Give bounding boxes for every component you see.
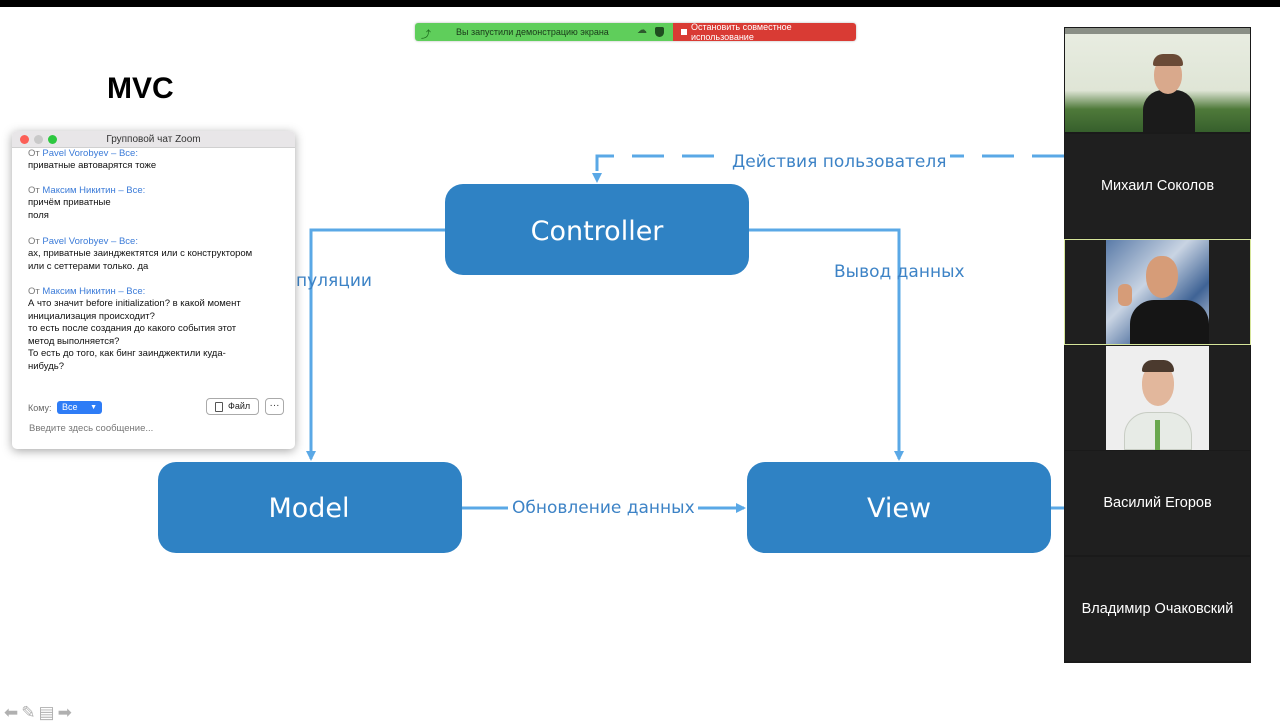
participant-tile[interactable]: Владимир Очаковский: [1065, 557, 1250, 661]
previous-slide-icon[interactable]: ⬅: [4, 703, 19, 722]
next-slide-icon[interactable]: ➡: [57, 703, 72, 722]
user-actions-label: Действия пользователя: [732, 152, 946, 172]
participant-video: [1106, 240, 1209, 344]
share-status[interactable]: ⤴ Вы запустили демонстрацию экрана ☁: [415, 23, 673, 41]
share-status-text: Вы запустили демонстрацию экрана: [456, 27, 609, 37]
chat-message: От Максим Никитин – Все: А что значит be…: [28, 286, 290, 374]
message-header: От Максим Никитин – Все:: [28, 286, 290, 298]
message-line: или с сеттерами только. да: [28, 260, 149, 272]
more-options-button[interactable]: ···: [265, 398, 284, 415]
chat-message: От Pavel Vorobyev – Все: приватные автов…: [28, 148, 290, 173]
stop-share-label: Остановить совместное использование: [690, 23, 792, 41]
stop-icon: [681, 29, 687, 35]
update-label: Обновление данных: [512, 498, 695, 518]
message-sender[interactable]: Pavel Vorobyev – Все:: [42, 236, 138, 247]
minimize-window-button[interactable]: [34, 135, 43, 144]
participant-tile[interactable]: [1065, 28, 1250, 132]
model-box: [158, 462, 462, 553]
manipulations-label: пуляции: [296, 271, 372, 291]
participant-tile[interactable]: Василий Егоров: [1065, 451, 1250, 555]
message-sender[interactable]: Максим Никитин – Все:: [42, 185, 146, 196]
from-prefix: От: [28, 185, 40, 196]
model-label: Model: [268, 493, 349, 524]
share-control-bar: ⤴ Вы запустили демонстрацию экрана ☁ Ост…: [415, 23, 856, 41]
participant-name: [1065, 346, 1250, 450]
participant-tile[interactable]: Михаил Соколов: [1065, 134, 1250, 238]
slide-title: MVC: [107, 72, 174, 105]
file-button-label: Файл: [228, 401, 251, 411]
from-prefix: От: [28, 148, 40, 159]
chat-titlebar[interactable]: Групповой чат Zoom: [12, 131, 295, 148]
message-header: От Максим Никитин – Все:: [28, 185, 290, 197]
message-line: поля: [28, 209, 49, 221]
message-line: инициализация происходит?: [28, 310, 155, 322]
message-header: От Pavel Vorobyev – Все:: [28, 148, 290, 160]
document-icon: [215, 402, 223, 412]
participant-name: [1065, 240, 1250, 344]
participant-gallery: Михаил Соколов Василий Егоров: [1064, 27, 1251, 663]
view-label: View: [867, 493, 931, 524]
participant-name: Михаил Соколов: [1100, 178, 1215, 194]
message-header: От Pavel Vorobyev – Все:: [28, 236, 290, 248]
file-button[interactable]: Файл: [206, 398, 259, 415]
cloud-icon: ☁: [637, 25, 647, 36]
chat-message: От Максим Никитин – Все: причём приватны…: [28, 185, 290, 222]
controller-view-arrow: [749, 228, 904, 461]
view-box: [747, 462, 1051, 553]
top-strip: [0, 0, 1280, 7]
participant-tile-active[interactable]: [1064, 239, 1251, 345]
message-sender[interactable]: Pavel Vorobyev – Все:: [42, 148, 138, 159]
message-line: то есть после создания до какого события…: [28, 323, 237, 335]
message-line: нибудь?: [28, 360, 64, 372]
pin-icon[interactable]: ⤴: [421, 30, 431, 41]
controller-box: [445, 184, 749, 275]
recipient-value: Все: [62, 402, 78, 412]
participant-name: Василий Егоров: [1103, 495, 1212, 511]
shield-icon: [655, 27, 664, 37]
recipient-label: Кому:: [28, 403, 52, 413]
chat-window[interactable]: Групповой чат Zoom От Pavel Vorobyev – В…: [12, 131, 295, 449]
chevron-down-icon: ▼: [90, 404, 97, 411]
participant-tile[interactable]: [1065, 346, 1250, 450]
close-window-button[interactable]: [20, 135, 29, 144]
message-line: То есть до того, как бинг заинджектили к…: [28, 348, 226, 360]
stop-share-button[interactable]: Остановить совместное использование: [673, 23, 856, 41]
message-line: метод выполняется?: [28, 335, 120, 347]
message-input[interactable]: Введите здесь сообщение...: [29, 423, 154, 434]
output-label: Вывод данных: [834, 262, 965, 282]
from-prefix: От: [28, 286, 40, 297]
controller-label: Controller: [531, 216, 665, 247]
menu-icon[interactable]: ▤: [38, 703, 55, 722]
recipient-dropdown[interactable]: Все ▼: [57, 401, 102, 414]
participant-name: [1065, 28, 1250, 132]
participant-video: [1106, 346, 1209, 450]
controller-model-arrow: [306, 228, 445, 461]
participant-video: [1065, 28, 1250, 132]
chat-title: Групповой чат Zoom: [106, 134, 201, 145]
chat-message: От Pavel Vorobyev – Все: ах, приватные з…: [28, 236, 290, 273]
participant-name: Владимир Очаковский: [1081, 601, 1234, 617]
presentation-controls: ⬅ ✎ ▤ ➡: [4, 703, 72, 723]
message-sender[interactable]: Максим Никитин – Все:: [42, 286, 146, 297]
message-line: А что значит before initialization? в ка…: [28, 298, 241, 309]
message-line: ах, приватные заинджектятся или с констр…: [28, 248, 253, 259]
zoom-window-button[interactable]: [48, 135, 57, 144]
pen-icon[interactable]: ✎: [21, 703, 36, 722]
from-prefix: От: [28, 236, 40, 247]
message-line: приватные автоварятся тоже: [28, 160, 157, 171]
message-line: причём приватные: [28, 197, 111, 208]
